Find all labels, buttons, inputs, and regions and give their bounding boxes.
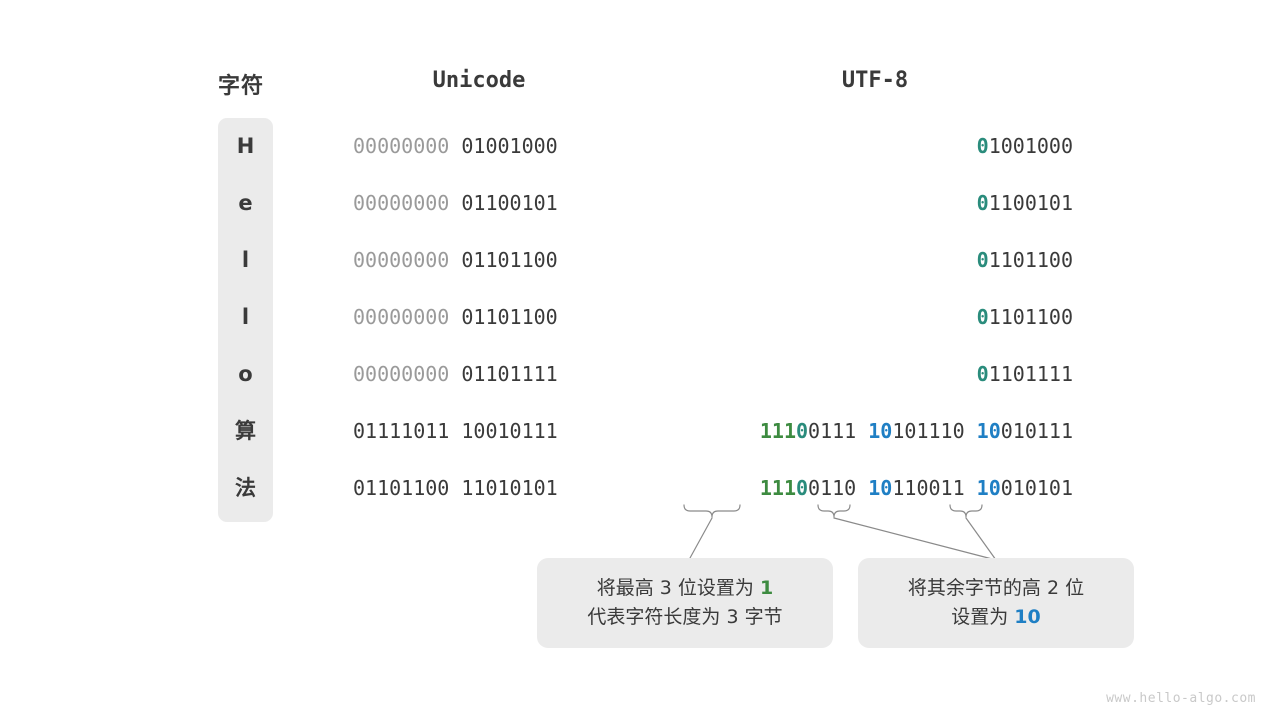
utf8-row: 01101100 (613, 289, 1073, 346)
annotation-highlight: 1 (759, 576, 774, 599)
annotation-box-length-marker: 将最高 3 位设置为 1 代表字符长度为 3 字节 (537, 558, 833, 648)
utf8-row: 01100101 (613, 175, 1073, 232)
header-character: 字符 (218, 74, 265, 99)
unicode-low-byte: 01001000 (461, 134, 558, 158)
utf8-payload-bits: 1100101 (988, 191, 1073, 215)
annotation-line: 代表字符长度为 3 字节 (587, 605, 783, 628)
utf8-marker-bits: 10 (868, 476, 893, 500)
utf8-payload-bits: 101110 (892, 419, 965, 443)
unicode-row: 00000000 01001000 (353, 118, 613, 175)
utf8-payload-bits: 1101100 (988, 305, 1073, 329)
leader-line-continuation-2 (965, 517, 997, 561)
unicode-row: 00000000 01100101 (353, 175, 613, 232)
unicode-row: 00000000 01101100 (353, 232, 613, 289)
utf8-marker-bits: 10 (976, 476, 1001, 500)
utf8-marker-bits: 0 (976, 248, 989, 272)
annotation-text: 将最高 3 位设置为 (596, 576, 760, 599)
character-column-panel: H e l l o 算 法 (218, 118, 273, 522)
unicode-low-byte: 01101111 (461, 362, 558, 386)
unicode-high-byte: 01111011 (353, 419, 450, 443)
unicode-high-byte: 00000000 (353, 191, 450, 215)
unicode-row: 01111011 10010111 (353, 403, 613, 460)
annotation-line: 将其余字节的高 2 位 (907, 576, 1085, 599)
unicode-row: 00000000 01101111 (353, 346, 613, 403)
utf8-marker-bits: 111 (759, 419, 796, 443)
utf8-marker-zero-bit: 0 (796, 476, 809, 500)
utf8-payload-bits: 010101 (1000, 476, 1073, 500)
header-unicode: Unicode (432, 68, 526, 93)
header-utf8: UTF-8 (841, 68, 909, 93)
utf8-payload-bits: 1001000 (988, 134, 1073, 158)
utf8-row: 01101100 (613, 232, 1073, 289)
unicode-high-byte: 00000000 (353, 362, 450, 386)
annotation-highlight: 10 (1014, 605, 1041, 628)
utf8-marker-bits: 0 (976, 305, 989, 329)
utf8-payload-bits: 1101111 (988, 362, 1073, 386)
unicode-row: 01101100 11010101 (353, 460, 613, 517)
leader-line-length-marker (689, 517, 713, 559)
character-cell: H (236, 134, 255, 158)
utf8-marker-bits: 0 (976, 191, 989, 215)
utf8-marker-bits: 10 (868, 419, 893, 443)
character-cell: l (241, 248, 250, 272)
unicode-high-byte: 01101100 (353, 476, 450, 500)
unicode-low-byte: 11010101 (461, 476, 558, 500)
unicode-low-byte: 01100101 (461, 191, 558, 215)
utf8-row: 01001000 (613, 118, 1073, 175)
annotation-line: 设置为 10 (858, 605, 1134, 629)
unicode-high-byte: 00000000 (353, 248, 450, 272)
annotation-line: 将最高 3 位设置为 1 (537, 576, 833, 600)
utf8-payload-bits: 1101100 (988, 248, 1073, 272)
utf8-payload-bits: 0110 (808, 476, 857, 500)
utf8-row: 11100110 10110011 10010101 (613, 460, 1073, 517)
leader-line-continuation-1 (833, 517, 997, 561)
utf8-row: 01101111 (613, 346, 1073, 403)
unicode-row: 00000000 01101100 (353, 289, 613, 346)
character-cell: 算 (235, 419, 256, 443)
utf8-payload-bits: 0111 (808, 419, 857, 443)
unicode-low-byte: 10010111 (461, 419, 558, 443)
utf8-marker-bits: 111 (759, 476, 796, 500)
character-cell: 法 (235, 476, 256, 500)
unicode-low-byte: 01101100 (461, 305, 558, 329)
annotation-text: 设置为 (951, 605, 1015, 628)
utf8-marker-bits: 0 (976, 362, 989, 386)
unicode-low-byte: 01101100 (461, 248, 558, 272)
utf8-marker-zero-bit: 0 (796, 419, 809, 443)
character-cell: e (238, 191, 253, 215)
utf8-marker-bits: 0 (976, 134, 989, 158)
utf8-row: 11100111 10101110 10010111 (613, 403, 1073, 460)
unicode-high-byte: 00000000 (353, 305, 450, 329)
annotation-box-continuation-marker: 将其余字节的高 2 位 设置为 10 (858, 558, 1134, 648)
utf8-marker-bits: 10 (976, 419, 1001, 443)
character-cell: l (241, 305, 250, 329)
character-cell: o (238, 362, 253, 386)
utf8-payload-bits: 010111 (1000, 419, 1073, 443)
utf8-payload-bits: 110011 (892, 476, 965, 500)
unicode-high-byte: 00000000 (353, 134, 450, 158)
watermark: www.hello-algo.com (1106, 691, 1256, 706)
